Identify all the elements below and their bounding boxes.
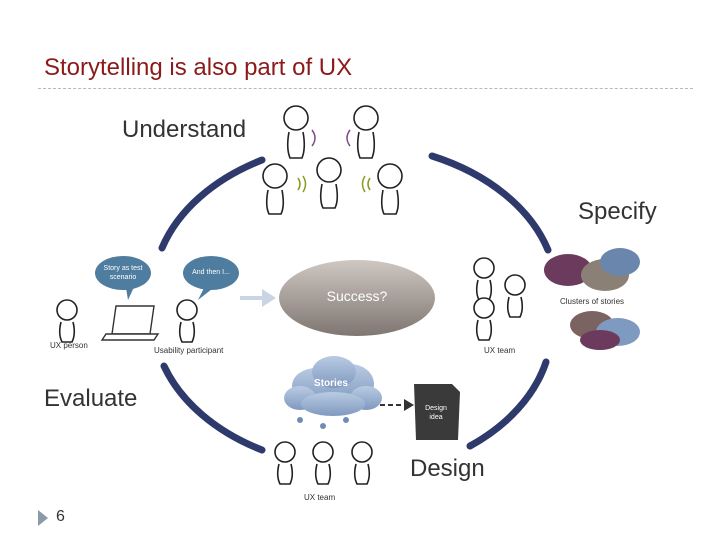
- clusters-label: Clusters of stories: [560, 297, 625, 306]
- evaluate-to-center-arrow: [240, 289, 276, 307]
- bubble-left-text: Story as test scenario: [103, 265, 143, 281]
- story-clusters: [544, 248, 640, 350]
- design-people: [274, 441, 373, 485]
- cycle-arc-top-right: [428, 152, 552, 254]
- evaluate-people: [56, 299, 198, 343]
- cycle-arc-top-left: [158, 156, 266, 252]
- specify-people: [473, 257, 526, 341]
- design-ux-team-label: UX team: [304, 493, 336, 502]
- usability-participant-label: Usability participant: [154, 346, 224, 355]
- specify-ux-team-label: UX team: [484, 346, 516, 355]
- laptop-icon: [100, 305, 160, 341]
- cycle-arc-bottom-left: [160, 362, 266, 454]
- center-ellipse: [279, 260, 435, 336]
- page-number: 6: [56, 508, 65, 525]
- phase-specify: Specify: [578, 198, 657, 225]
- understand-people: [262, 105, 403, 215]
- phase-evaluate: Evaluate: [44, 385, 138, 412]
- cloud-label: Stories: [314, 378, 348, 389]
- bubble-left: [95, 256, 151, 290]
- cycle-arc-bottom-right: [466, 358, 550, 450]
- phase-understand: Understand: [122, 116, 247, 143]
- design-card-label: Design idea: [425, 405, 447, 421]
- sound-waves: [297, 129, 371, 193]
- page-marker-icon: [38, 510, 48, 526]
- bubble-right: [183, 256, 239, 290]
- bubble-right-text: And then I...: [192, 269, 230, 276]
- ux-person-label: UX person: [50, 341, 88, 350]
- title-divider: [38, 88, 693, 89]
- stories-cloud: [284, 356, 382, 416]
- center-label: Success?: [326, 288, 388, 304]
- design-idea-card: [414, 384, 460, 440]
- cloud-drips: [297, 417, 349, 429]
- slide-title: Storytelling is also part of UX: [44, 54, 353, 81]
- phase-design: Design: [410, 455, 485, 482]
